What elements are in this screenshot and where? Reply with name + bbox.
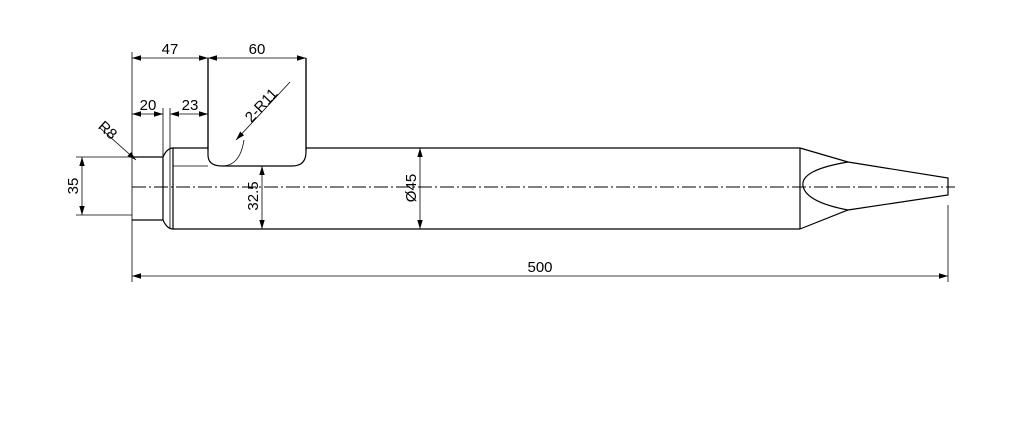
dim-text-23: 23 [182,97,199,114]
dim-text-diameter: Ø45 [403,174,420,202]
dim-text-60: 60 [249,41,266,58]
dim-overall-length: 500 [131,205,949,282]
shank-end [132,156,164,221]
slot-radius-arc [221,139,245,167]
tapered-tip [799,147,949,230]
dim-text-2-r11: 2-R11 [242,85,282,126]
dim-text-r8: R8 [95,118,121,143]
chisel-facet [802,161,849,211]
dim-text-47: 47 [162,41,179,58]
body-top-edge [173,58,800,167]
dim-47: 47 [131,41,208,157]
dim-32-5: 32.5 [245,166,265,229]
dim-20: 20 [132,97,164,157]
dim-35: 35 [65,156,132,216]
dim-text-32-5: 32.5 [245,181,262,210]
dim-23: 23 [169,97,208,148]
dim-text-35: 35 [65,178,82,195]
dim-text-500: 500 [527,259,552,276]
dim-radius-collar: R8 [95,118,137,161]
dim-text-20: 20 [140,97,157,114]
leader-r8 [99,127,137,161]
dim-diameter: Ø45 [403,148,423,229]
collar [162,147,174,230]
dim-radius-slot: 2-R11 [235,81,291,141]
dim-60: 60 [208,41,306,61]
part-outline [131,58,949,230]
leader-2-r11 [235,81,291,141]
